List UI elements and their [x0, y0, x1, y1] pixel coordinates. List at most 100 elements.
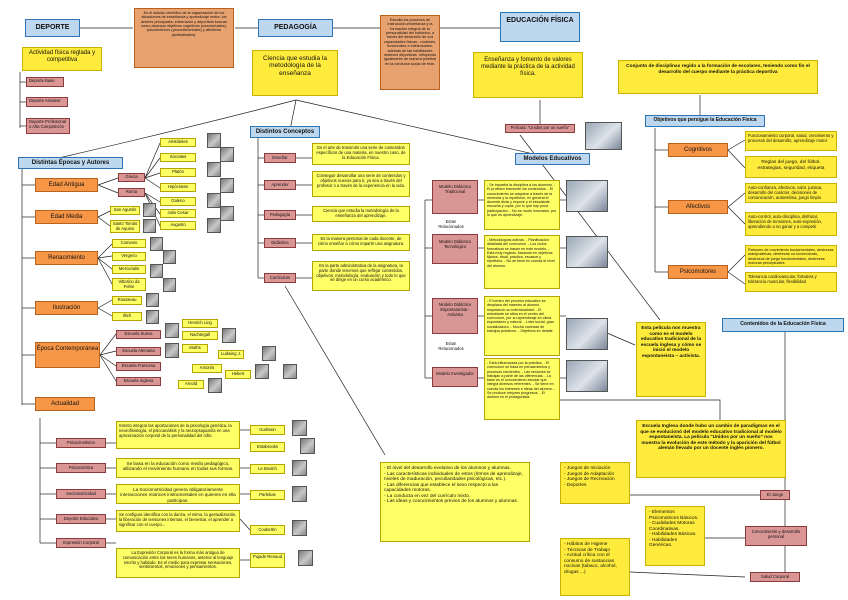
nivel-item: - Las diferencias que establece el sexo … [384, 482, 499, 494]
concepto-curriculum: Currículum [264, 273, 296, 283]
objetivo-afectivos: Afectivos [668, 200, 728, 214]
deporte-subtitle: Actividad física reglada y competitiva [22, 47, 102, 71]
nivel-item: - La conducta en vez del currículo mixto… [384, 493, 471, 499]
cono-item: - Elementos Psicomotrices Básicos. [649, 510, 699, 521]
pedagogia-desc: Ciencia que estudia la metodología de la… [312, 206, 410, 222]
disciplinas-note: Conjunto de disciplinas regido a la form… [618, 60, 818, 94]
modelos-title: Modelos Educativos [515, 153, 590, 165]
objetivos-title: Objetivos que persigue la Educación Físi… [645, 115, 765, 127]
escuela-inglesa: Escuela Inglesa [116, 377, 161, 386]
author-san-agustin: San Agustín [110, 206, 140, 215]
juego-item: - Juegos de Iniciación [564, 466, 611, 471]
concepto-didactica: Didáctica [264, 238, 296, 248]
deporte-educativo-desc: Se configura identifica con la danza, el… [116, 510, 240, 532]
psicocinetismo-desc: Intento integrar las aportaciones de la … [116, 421, 240, 449]
psicocinetismo: Psicocinetismo [56, 438, 106, 448]
portrait-image [150, 237, 163, 251]
modelo-espontaneista: Modelo Didáctico Espontaneísta - Activis… [432, 298, 478, 334]
portrait-image [292, 520, 307, 536]
salud-corporal: Salud Corporal [750, 572, 800, 582]
portrait-image [165, 323, 179, 338]
escuela-sueca: Escuela Sueca [116, 330, 161, 339]
pedagogia-subtitle: Ciencia que estudia la metodología de la… [252, 50, 338, 96]
deporte-educativo: Deporte Educativo [56, 514, 106, 524]
cono-item: - Habilidades Básicas. [649, 532, 697, 538]
author-comenio: Comenio [112, 239, 146, 248]
juegos-box: - Juegos de Iniciación - Juegos de Adapt… [560, 462, 630, 504]
grecia: Grecia [118, 173, 145, 182]
investigador-desc: - Está influenciada por la práctica. - E… [484, 358, 560, 420]
author-vittorino: Vittorino da Feltre [112, 278, 146, 291]
portrait-image [163, 250, 176, 264]
conocimiento-desarrollo: Conocimiento y desarrollo personal [745, 526, 807, 546]
portrait-image [163, 278, 176, 292]
cono-item: - Habilidades Genéricas. [649, 537, 677, 549]
psicomotores-desc-1: Patrones de movimiento fundamentales, de… [745, 245, 837, 267]
classroom-image [566, 180, 608, 212]
author-coubertin: Coubertin [250, 525, 285, 535]
author-pujade-renaud: Pujade-Renaud [250, 553, 285, 568]
conocimiento-box: - Elementos Psicomotrices Básicos. - Cua… [645, 506, 705, 566]
portrait-image [207, 162, 221, 177]
aprender-desc: Conseguir desarrollar una serie de conte… [312, 171, 410, 197]
pelicula-caption: Esta película nos muestra como es el mod… [636, 322, 706, 397]
portrait-image [298, 550, 313, 566]
ef-definition: Estudia los procesos de instrucción-ense… [380, 15, 440, 90]
portrait-image [146, 293, 159, 307]
nivel-item: - El nivel del desarrollo evolutivo de l… [384, 466, 511, 471]
el-juego: El Juego [760, 490, 790, 500]
deporte-profesional: Deporte Profesional o Alta Competición [26, 118, 70, 134]
classroom-image [566, 360, 608, 392]
author-augusto: Augusto [160, 221, 196, 230]
ensenar-desc: Es el arte de transmitir una serie de co… [312, 143, 410, 165]
portrait-image [220, 147, 234, 162]
author-socrates: Sócrates [160, 153, 196, 162]
portrait-image [207, 193, 221, 208]
modelo-investigador: Modelo Investigador [432, 367, 478, 387]
afectivos-desc-1: Auto-confianza, afectivos, valor, justic… [745, 183, 837, 203]
modelo-tradicional: Modelo Didáctico Tradicional [432, 180, 478, 214]
concepto-aprender: Aprender [264, 180, 296, 190]
portrait-image [255, 364, 269, 379]
author-guilmain: Guilmain [250, 425, 285, 435]
portrait-image [143, 203, 156, 217]
cono-item: - Cualidades Motoras Coordinativas. [649, 521, 695, 532]
psicocinetica-desc: Se basa en la educación como medio pedag… [116, 458, 240, 478]
tecnologico-desc: - Metodologías activas. - Planificación … [484, 235, 560, 289]
portrait-image [150, 264, 163, 278]
portrait-image [208, 378, 222, 393]
classroom-image [566, 236, 608, 268]
author-le-boulch: Le Boulch [250, 464, 285, 474]
author-aristoteles: Aristóteles [160, 138, 196, 147]
author-amoros: Amorós [192, 364, 222, 373]
relacionados-label: Están Relacionados [438, 220, 464, 229]
roma: Roma [118, 188, 145, 197]
author-julio-cesar: Julio Cesar [160, 209, 196, 218]
salud-box: - Hábitos de Higiene - Técnicas de Traba… [560, 538, 630, 596]
escuela-inglesa-note: Escuela Inglesa donde hubo un cambio de … [636, 420, 786, 478]
juego-item: - Juegos de Adaptación [564, 471, 615, 477]
portrait-image [222, 328, 236, 343]
psicocinetica: Psicocinética [56, 463, 106, 473]
portrait-image [262, 346, 276, 361]
portrait-image [165, 343, 179, 358]
author-estabrooks: Estabrooks [250, 442, 285, 452]
juego-item: - Deportes [564, 482, 587, 488]
portrait-image [292, 486, 307, 502]
expresion-corporal: Expresión Corporal [56, 538, 106, 548]
author-santo-tomas: Santo Tomás de Aquino [110, 220, 140, 233]
author-hipocrates: Hipócrates [160, 183, 196, 192]
tradicional-desc: - Se impartía la disciplina a los alumno… [484, 180, 560, 230]
deporte-title: DEPORTE [25, 19, 80, 37]
nivel-item: - Las características individuales de es… [384, 471, 523, 483]
author-ludwing: Ludwing J. [218, 350, 244, 359]
portrait-image [220, 206, 234, 221]
nivel-item: - Las ideas y conocimientos previos de l… [384, 499, 519, 505]
salud-item: - Técnicas de Trabajo [564, 547, 611, 553]
didactica-desc: Es la manera personal de cada docente, d… [312, 234, 410, 251]
deporte-definition: Es el estudio científico de la organizac… [134, 8, 234, 68]
portrait-image [207, 218, 221, 233]
author-illich: Illich [112, 312, 142, 321]
movie-image [585, 122, 622, 150]
